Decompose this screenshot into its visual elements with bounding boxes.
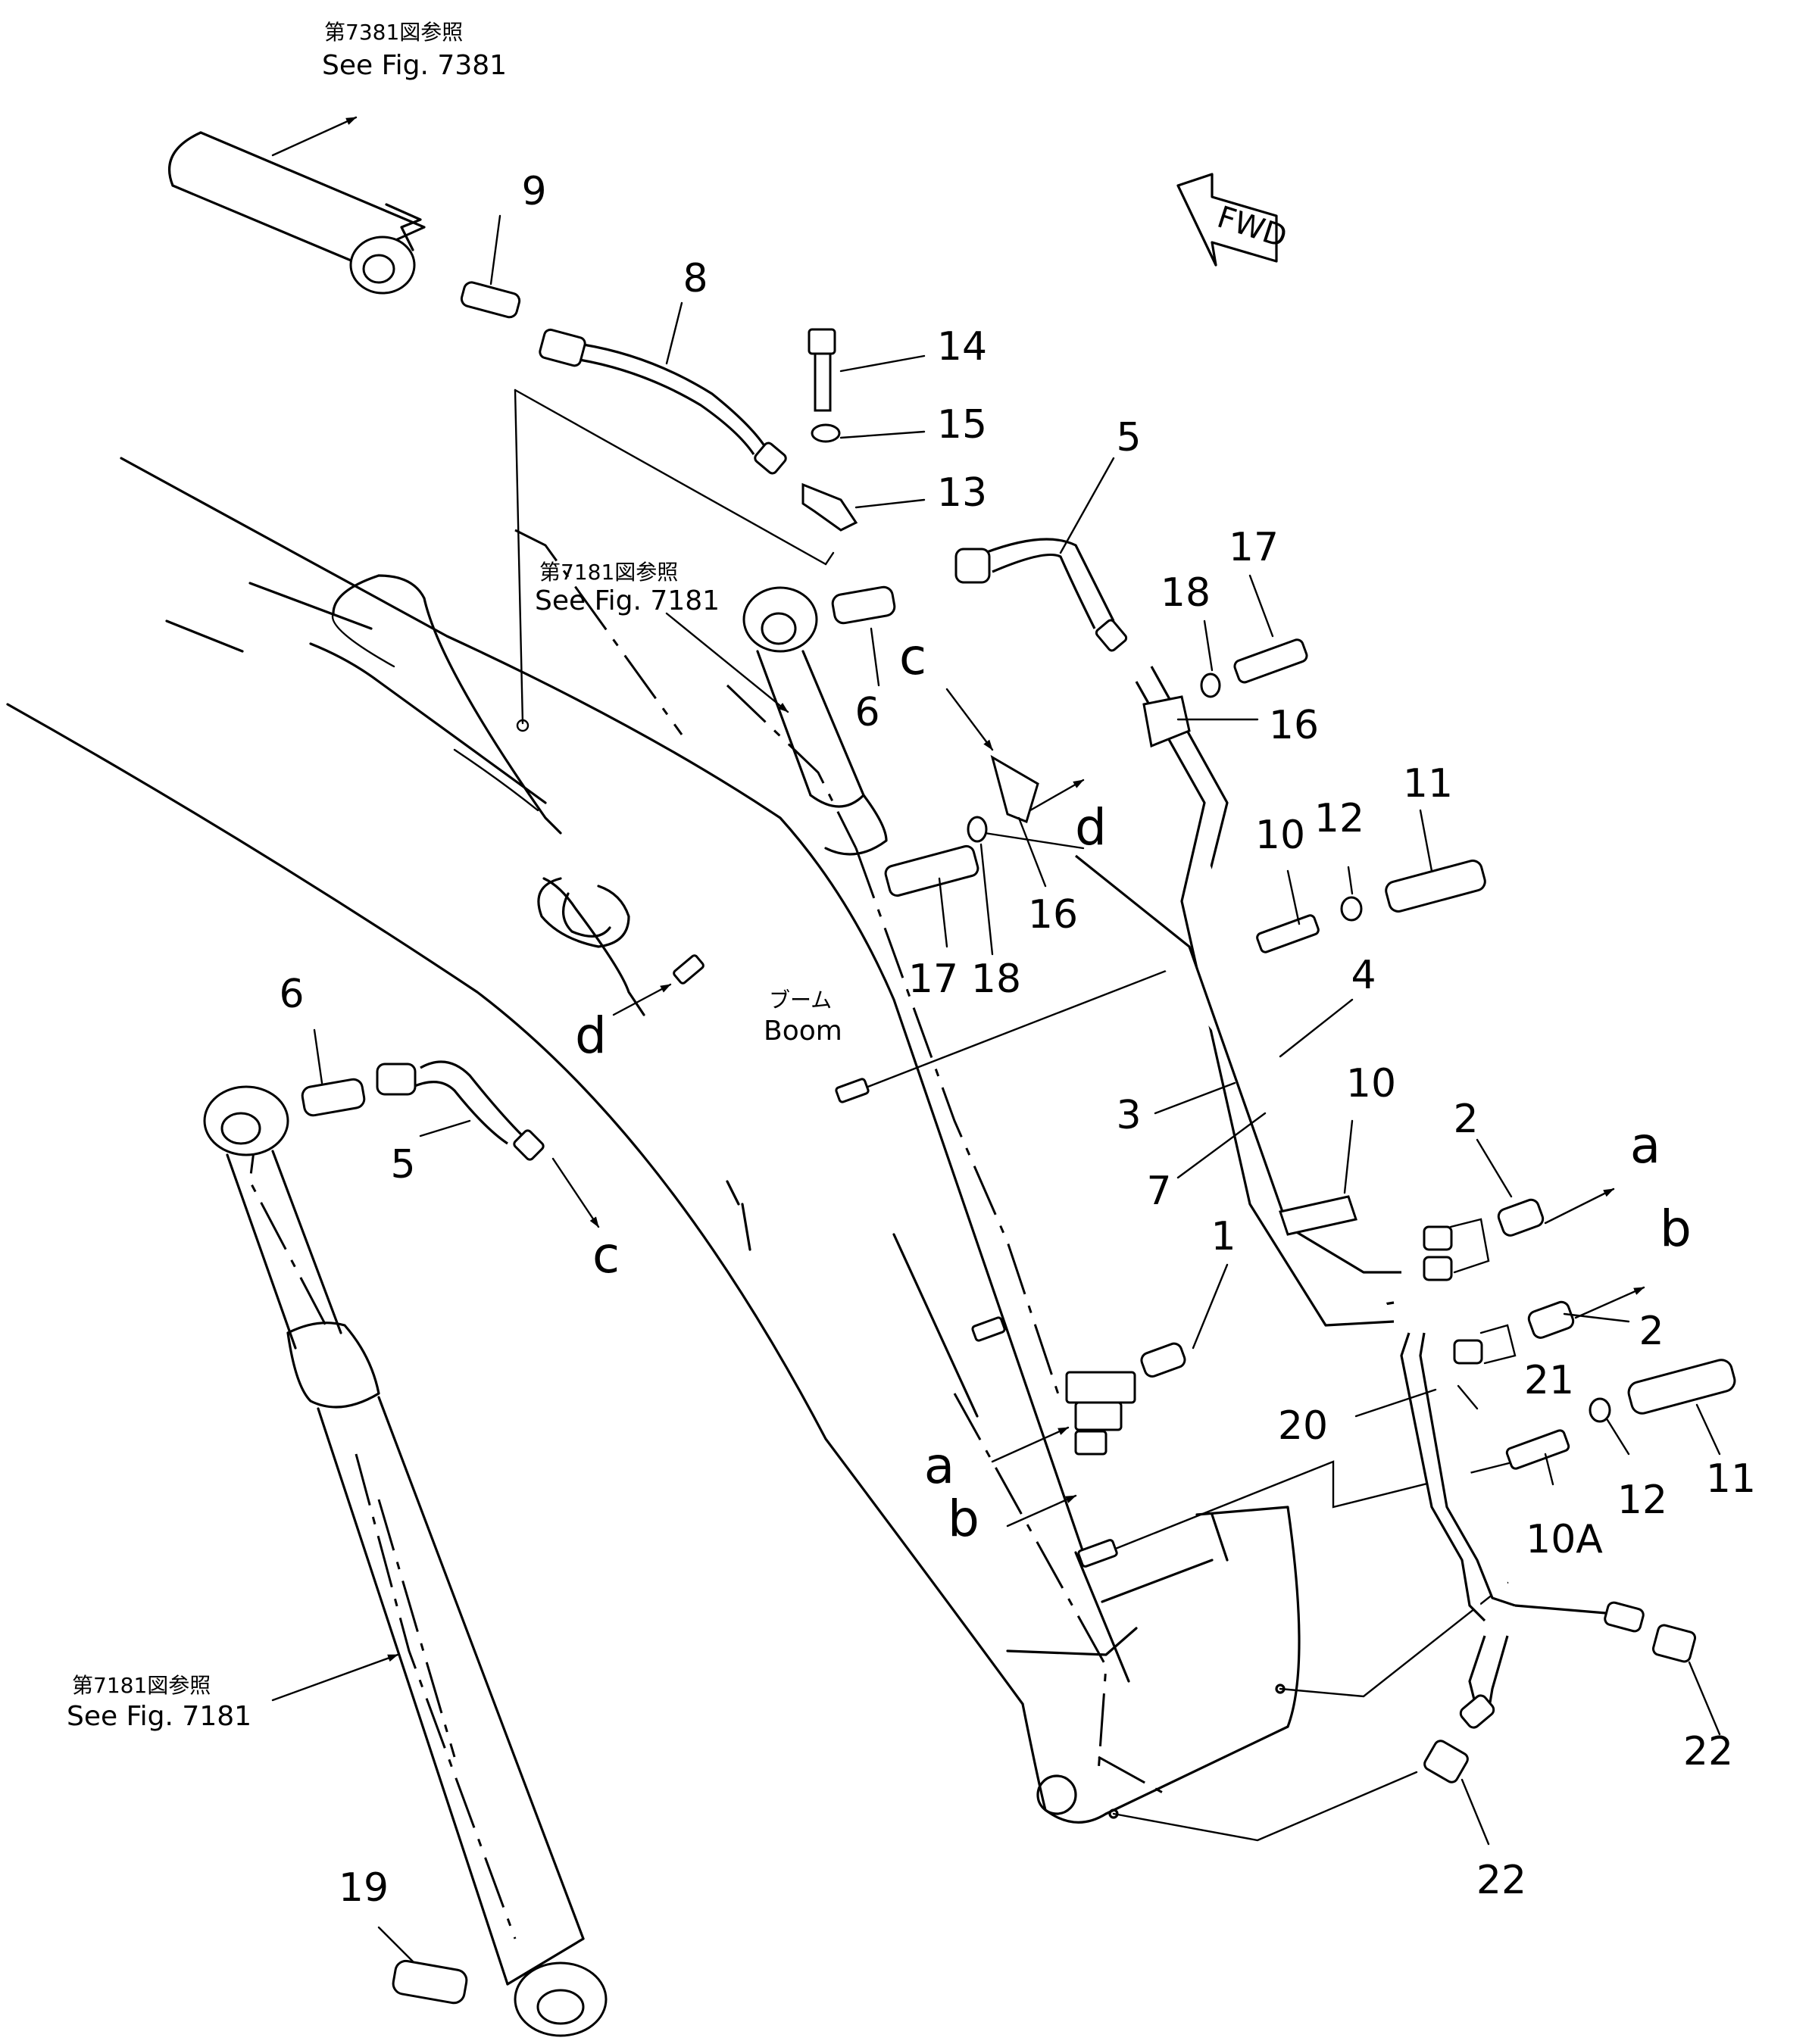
steel-pipes [1075, 666, 1607, 1712]
boom-label-jp: ブーム [769, 988, 832, 1013]
connection-d-left: d [575, 1006, 607, 1065]
part-number-2-top: 2 [1453, 1097, 1478, 1142]
part-number-2-bottom: 2 [1639, 1309, 1664, 1354]
hose-8 [539, 328, 787, 475]
connection-c-bottom: c [592, 1226, 620, 1284]
part-number-9: 9 [521, 169, 546, 214]
part-number-1: 1 [1211, 1214, 1236, 1259]
part-number-22-bottom: 22 [1476, 1858, 1526, 1903]
part-number-10-top: 10 [1255, 813, 1305, 858]
part-number-17-bottom: 17 [908, 956, 958, 1002]
part-number-16-bottom: 16 [1028, 892, 1078, 938]
part-number-10A: 10A [1526, 1517, 1603, 1562]
hose-5-bottom [376, 1060, 545, 1161]
part-number-4: 4 [1351, 953, 1376, 998]
boom-label-en: Boom [764, 1016, 842, 1047]
part-number-8: 8 [683, 256, 708, 301]
arm-cylinder-boss [349, 203, 422, 295]
part-number-17-top: 17 [1229, 525, 1279, 570]
part-number-13: 13 [937, 470, 987, 516]
connection-b-right: b [1660, 1200, 1692, 1258]
ref-7381-en: See Fig. 7381 [322, 50, 507, 81]
connection-b-left: b [948, 1490, 979, 1548]
part-number-5-bottom: 5 [390, 1142, 415, 1187]
hose-5-top [954, 538, 1128, 652]
ref-7381-jp: 第7381図参照 [324, 20, 463, 45]
fittings [301, 281, 1736, 2005]
part-number-20: 20 [1278, 1403, 1328, 1449]
boom-cylinder-left [203, 1085, 608, 2037]
part-number-10-mid: 10 [1346, 1061, 1396, 1106]
part-number-18-bottom: 18 [971, 956, 1021, 1002]
part-number-5-top: 5 [1116, 415, 1141, 460]
part-number-18-top: 18 [1161, 570, 1211, 616]
callout-leaders [313, 214, 1721, 1963]
connection-a-right: a [1630, 1116, 1660, 1175]
ref-7181-left-jp: 第7181図参照 [72, 1673, 211, 1698]
leader-lines [514, 389, 1517, 1842]
block-1 [1065, 1342, 1186, 1456]
ref-7181-top-en: See Fig. 7181 [535, 585, 720, 616]
part-number-15: 15 [937, 402, 987, 448]
part-number-11-top: 11 [1403, 761, 1453, 807]
part-number-16-top: 16 [1269, 703, 1319, 748]
boom-cylinder-top [742, 586, 888, 856]
part-number-22-right: 22 [1683, 1729, 1733, 1774]
fwd-arrow-icon: FWD [1176, 173, 1291, 267]
part-number-6-bottom: 6 [279, 972, 304, 1017]
part-number-12-top: 12 [1314, 796, 1364, 841]
part-number-6-top: 6 [854, 690, 879, 735]
connection-c-top: c [899, 628, 926, 686]
connection-d-right: d [1075, 798, 1107, 857]
part-number-3: 3 [1116, 1093, 1141, 1138]
part-number-21: 21 [1524, 1358, 1574, 1403]
ref-7181-top-jp: 第7181図参照 [539, 560, 678, 585]
part-number-7: 7 [1146, 1169, 1171, 1214]
part-number-19: 19 [339, 1865, 389, 1911]
connection-arrows [271, 116, 1645, 1702]
ref-7181-left-en: See Fig. 7181 [67, 1701, 251, 1732]
part-number-12-bottom: 12 [1617, 1478, 1667, 1523]
center-lines [248, 226, 1167, 1939]
part-number-14: 14 [937, 324, 987, 370]
connection-a-left: a [924, 1437, 954, 1495]
boom-outline [6, 131, 1301, 1824]
part-number-11-bottom: 11 [1706, 1456, 1756, 1502]
